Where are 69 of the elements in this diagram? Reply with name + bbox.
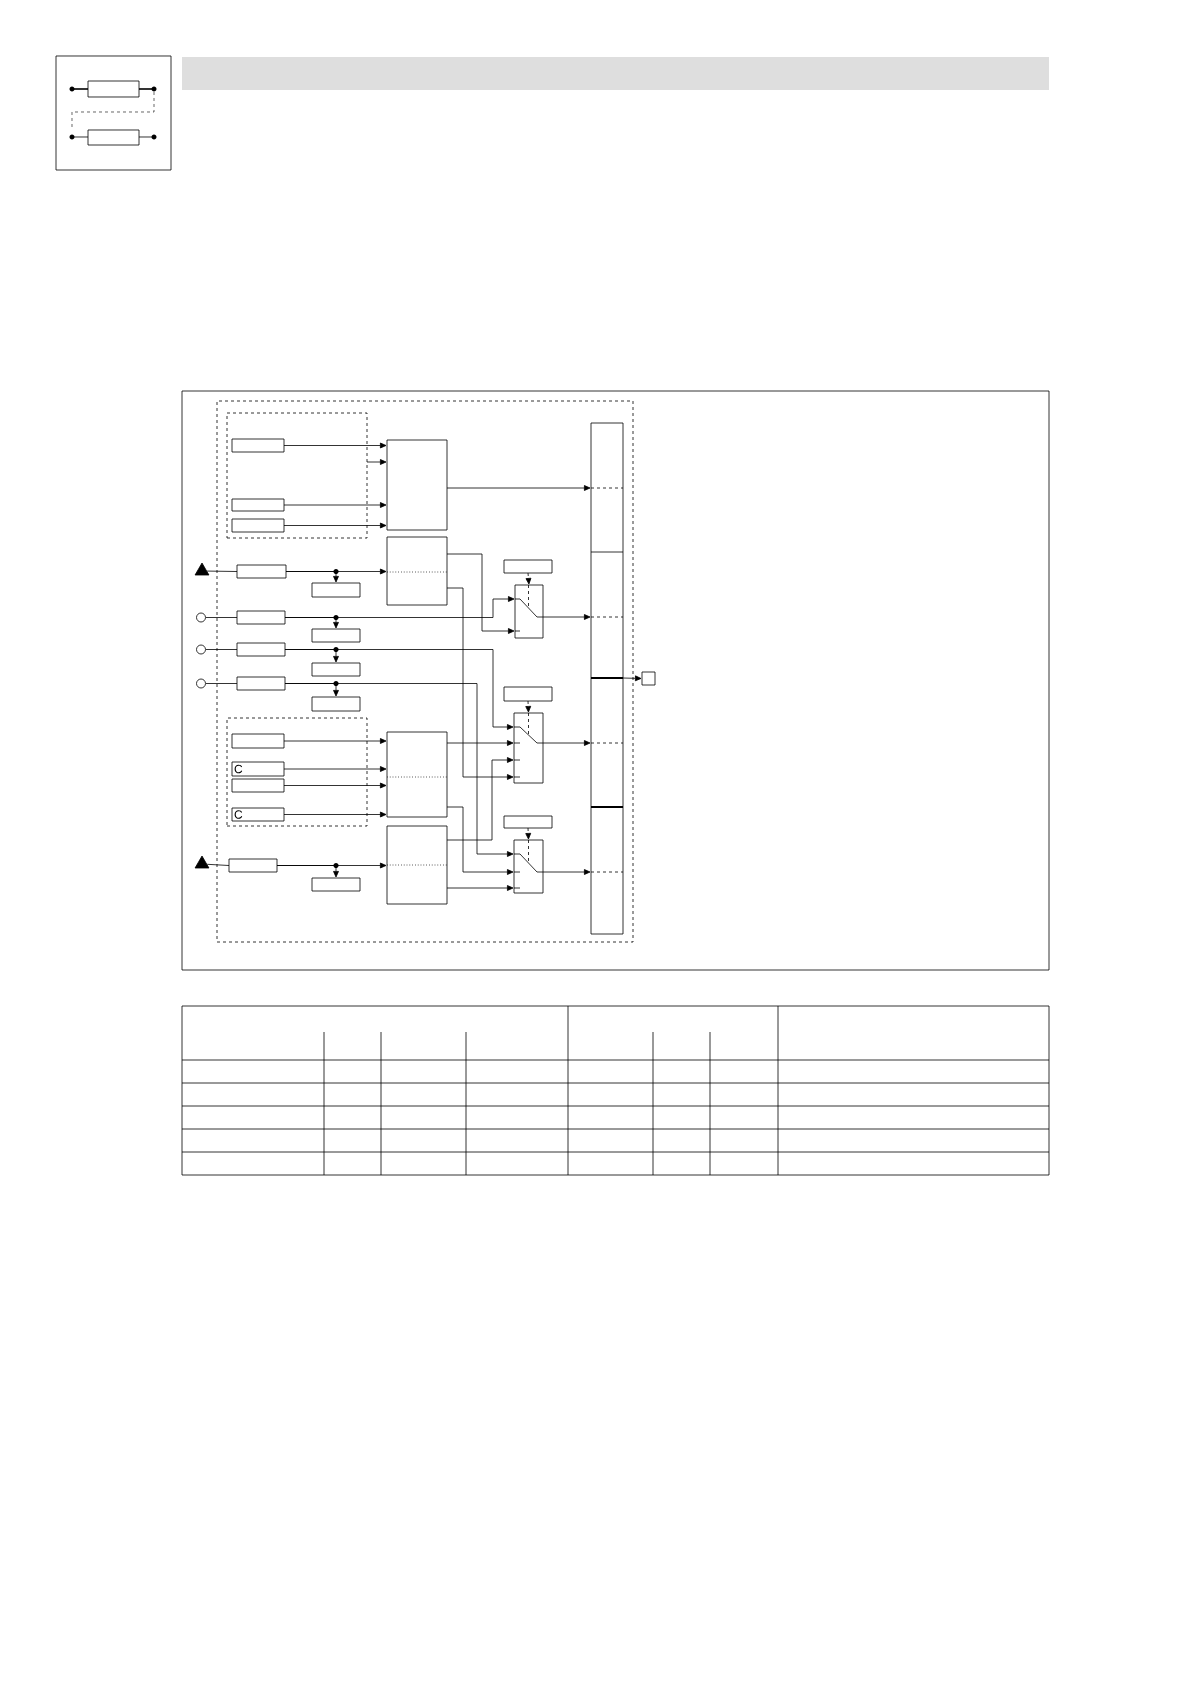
arrow [283, 811, 387, 818]
function-block [386, 536, 448, 606]
function-block [386, 731, 448, 818]
signal-box [231, 438, 285, 453]
signal-box [231, 518, 285, 533]
triangle-terminal [194, 855, 210, 869]
dashed-group-frame [226, 717, 368, 827]
function-block [386, 825, 448, 905]
arrow [446, 553, 515, 634]
arrow [525, 827, 532, 840]
switch-label-box [503, 815, 553, 829]
arrow [283, 766, 387, 772]
connector-line [205, 649, 238, 650]
arrow [542, 614, 591, 620]
function-block [386, 439, 448, 531]
signal-box [231, 778, 285, 793]
parameter-box [311, 696, 361, 712]
arrow [366, 459, 387, 465]
selector-switch [514, 584, 544, 639]
connector-line [206, 570, 238, 572]
output-bus-bar [590, 422, 624, 935]
circle-terminal [196, 644, 206, 655]
arrow [622, 675, 642, 682]
arrow [285, 568, 339, 583]
arrow [542, 740, 591, 746]
arrow [283, 782, 387, 789]
dashed-group-frame [226, 412, 368, 539]
arrow [276, 862, 339, 878]
connector-line [206, 863, 230, 866]
arrow [446, 806, 514, 875]
arrow [446, 757, 514, 841]
triangle-terminal [194, 562, 210, 576]
output-terminal [641, 671, 656, 686]
arrow [283, 522, 387, 529]
signal-box: C [231, 807, 285, 822]
parameter-box [311, 582, 361, 598]
arrow [284, 680, 339, 697]
parameter-box [311, 662, 361, 677]
signal-box [236, 676, 286, 691]
arrow [525, 572, 532, 585]
arrow [283, 502, 387, 508]
arrow [283, 738, 387, 744]
dashed-group-frame [216, 400, 634, 943]
arrow [525, 700, 532, 713]
parameter-box [311, 877, 361, 892]
switch-label-box [503, 686, 553, 702]
signal-box [231, 733, 285, 749]
circle-terminal [196, 678, 206, 689]
arrow [446, 885, 514, 891]
signal-box [231, 498, 285, 512]
signal-box [236, 564, 287, 579]
signal-box [236, 642, 286, 657]
arrow [446, 740, 514, 746]
signal-box: C [231, 761, 285, 777]
arrow [446, 587, 514, 780]
connector-line [205, 683, 238, 684]
arrow [542, 869, 591, 875]
circle-terminal [196, 612, 206, 623]
connector-line [205, 617, 238, 618]
arrow [284, 614, 339, 629]
parameter-box [311, 628, 361, 643]
switch-label-box [503, 559, 553, 574]
arrow [283, 442, 387, 449]
arrow [284, 646, 339, 663]
arrow [446, 485, 591, 491]
selector-switch [513, 712, 544, 784]
signal-box [236, 610, 286, 625]
selector-switch [513, 839, 544, 894]
signal-box [228, 858, 278, 873]
